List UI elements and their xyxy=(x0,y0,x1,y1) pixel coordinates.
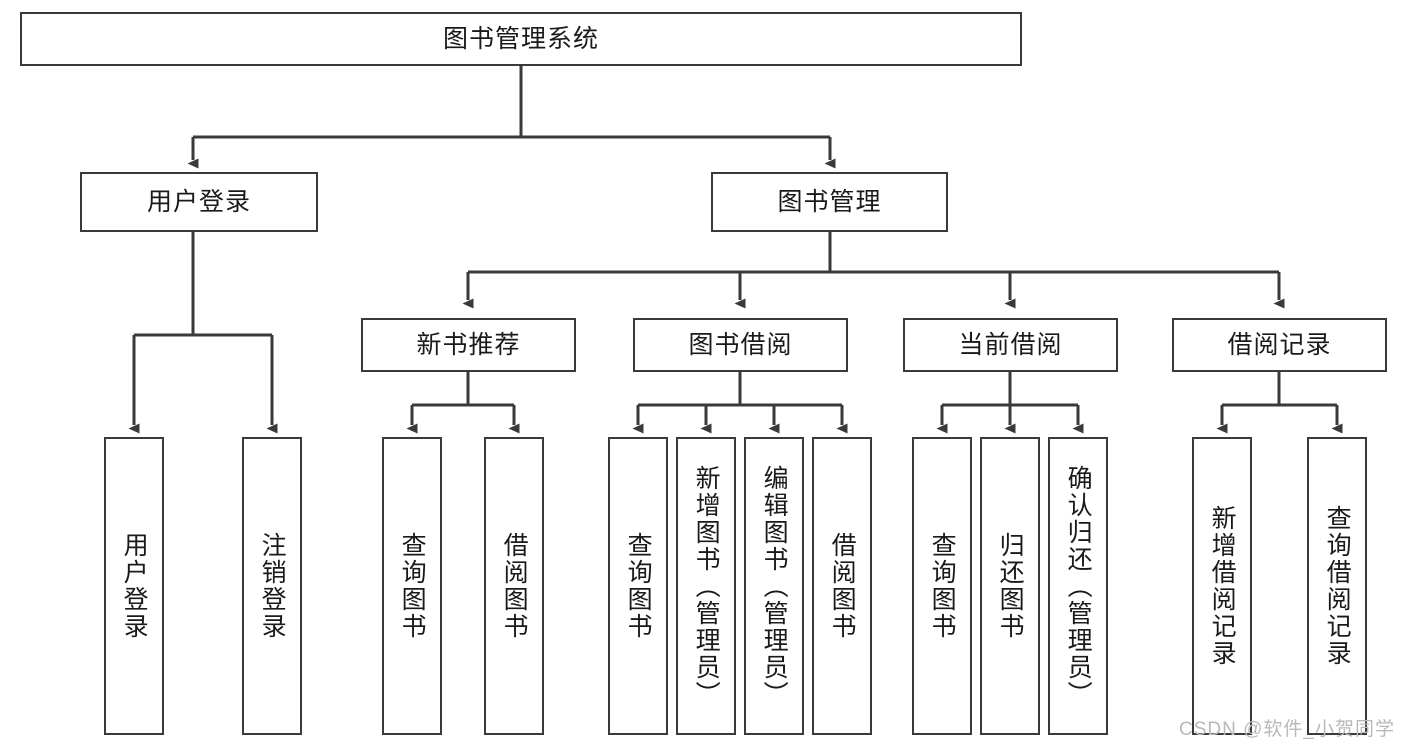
node-book-manage-label: 图书管理 xyxy=(777,187,882,216)
node-root-label: 图书管理系统 xyxy=(442,24,599,53)
watermark: CSDN @软件_小贺同学 xyxy=(1179,719,1395,740)
node-leaf-add-book-label: 新增图书（管理员） xyxy=(692,464,721,708)
node-leaf-confirm-return[interactable]: 确认归还（管理员） xyxy=(1048,437,1108,735)
node-borrow-record-label: 借阅记录 xyxy=(1227,330,1332,359)
node-leaf-edit-book-label: 编辑图书（管理员） xyxy=(760,464,789,708)
node-leaf-user-login-label: 用户登录 xyxy=(120,532,149,640)
node-current-borrow-label: 当前借阅 xyxy=(958,330,1063,359)
node-leaf-query-book-1[interactable]: 查询图书 xyxy=(382,437,442,735)
node-book-borrow[interactable]: 图书借阅 xyxy=(633,318,848,372)
node-book-borrow-label: 图书借阅 xyxy=(688,330,793,359)
node-leaf-borrow-book-1-label: 借阅图书 xyxy=(500,532,529,640)
node-leaf-confirm-return-label: 确认归还（管理员） xyxy=(1064,464,1093,708)
node-leaf-query-book-1-label: 查询图书 xyxy=(398,532,427,640)
node-leaf-query-record-label: 查询借阅记录 xyxy=(1323,505,1352,667)
node-current-borrow[interactable]: 当前借阅 xyxy=(903,318,1118,372)
node-root[interactable]: 图书管理系统 xyxy=(20,12,1022,66)
node-leaf-return-book-label: 归还图书 xyxy=(996,532,1025,640)
node-leaf-query-book-2[interactable]: 查询图书 xyxy=(608,437,668,735)
node-leaf-add-record-label: 新增借阅记录 xyxy=(1208,505,1237,667)
node-leaf-edit-book[interactable]: 编辑图书（管理员） xyxy=(744,437,804,735)
node-leaf-query-record[interactable]: 查询借阅记录 xyxy=(1307,437,1367,735)
node-leaf-user-login[interactable]: 用户登录 xyxy=(104,437,164,735)
node-user-login[interactable]: 用户登录 xyxy=(80,172,318,232)
node-borrow-record[interactable]: 借阅记录 xyxy=(1172,318,1387,372)
node-leaf-query-book-3[interactable]: 查询图书 xyxy=(912,437,972,735)
node-leaf-add-record[interactable]: 新增借阅记录 xyxy=(1192,437,1252,735)
node-new-book-recommend[interactable]: 新书推荐 xyxy=(361,318,576,372)
node-leaf-query-book-3-label: 查询图书 xyxy=(928,532,957,640)
node-leaf-user-logout-label: 注销登录 xyxy=(258,532,287,640)
node-book-manage[interactable]: 图书管理 xyxy=(711,172,948,232)
node-user-login-label: 用户登录 xyxy=(146,187,251,216)
node-leaf-query-book-2-label: 查询图书 xyxy=(624,532,653,640)
node-leaf-borrow-book-1[interactable]: 借阅图书 xyxy=(484,437,544,735)
node-leaf-user-logout[interactable]: 注销登录 xyxy=(242,437,302,735)
node-leaf-return-book[interactable]: 归还图书 xyxy=(980,437,1040,735)
node-leaf-borrow-book-2-label: 借阅图书 xyxy=(828,532,857,640)
node-leaf-borrow-book-2[interactable]: 借阅图书 xyxy=(812,437,872,735)
node-new-book-recommend-label: 新书推荐 xyxy=(416,330,521,359)
node-leaf-add-book[interactable]: 新增图书（管理员） xyxy=(676,437,736,735)
